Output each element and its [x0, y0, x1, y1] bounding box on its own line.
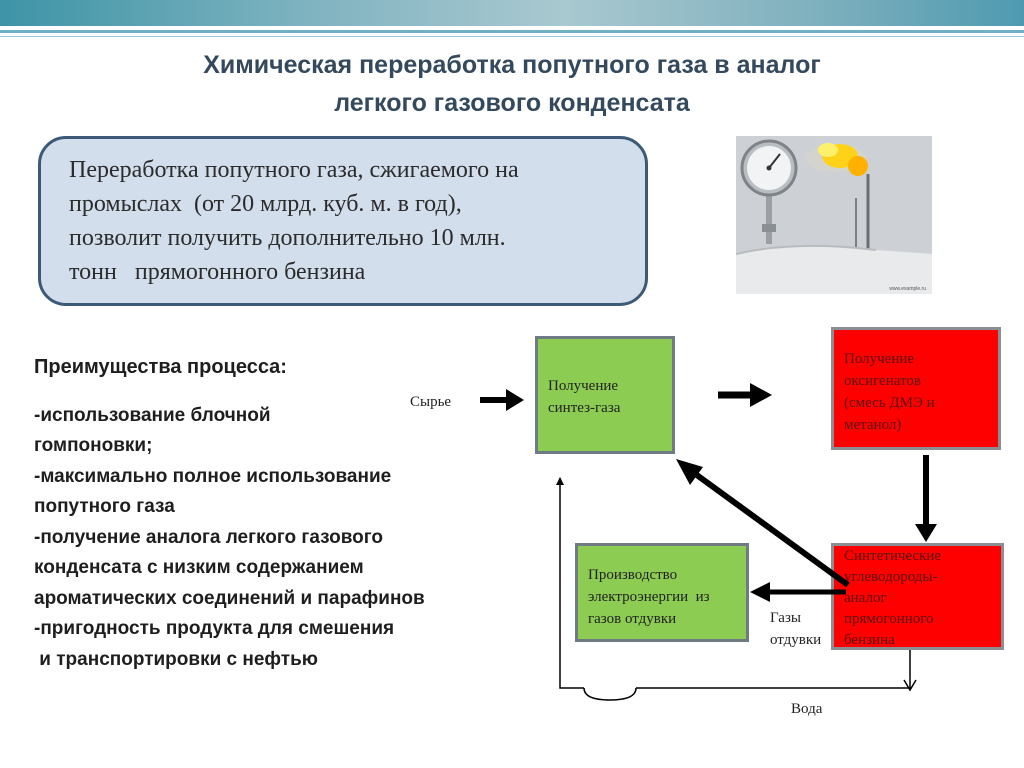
slide-title-line-1: Химическая переработка попутного газа в … — [203, 51, 821, 79]
pipe-edge — [736, 244, 877, 255]
water-return-line — [556, 477, 584, 689]
feed-arrow-head — [506, 389, 524, 411]
power-line: электроэнергии из — [588, 589, 710, 605]
syngas-line: Получение — [548, 378, 619, 394]
photo-watermark: www.example.ru — [889, 286, 926, 292]
advantages-list: Преимущества процесса: -использование бл… — [34, 352, 514, 675]
water-label-text: Вода — [791, 701, 823, 717]
oxygenates-box: Получение оксигенатов (смесь ДМЭ и метан… — [831, 327, 1001, 450]
summary-callout: Переработка попутного газа, сжигаемого н… — [38, 136, 648, 306]
oxygenates-line: Получение — [844, 351, 915, 367]
power-line: Производство — [588, 567, 678, 583]
gauge-needle — [768, 153, 781, 169]
advantages-heading: Преимущества процесса: — [34, 356, 287, 378]
oxygenates-line: (смесь ДМЭ и — [844, 395, 935, 411]
top-divider-thin — [0, 36, 1024, 37]
advantage-line: конденсата с низким содержанием — [34, 557, 364, 578]
water-line — [636, 650, 911, 689]
water-loop-bump — [583, 687, 637, 701]
gauge-stem — [766, 196, 772, 244]
recycle-arrow-head — [676, 459, 703, 485]
purge-gas-line: отдувки — [770, 632, 822, 648]
oxygenates-line: оксигенатов — [844, 373, 921, 389]
callout-line: позволит получить дополнительно 10 млн. — [69, 225, 506, 251]
power-line: газов отдувки — [588, 611, 677, 627]
flame-tip — [818, 143, 838, 157]
recycle-arrow — [692, 470, 850, 588]
gauge-valve — [762, 224, 776, 232]
advantage-line: попутного газа — [34, 496, 175, 517]
synthetic-line: Синтетические — [844, 548, 942, 564]
gauge-pivot — [766, 165, 772, 171]
water-line-tick — [903, 679, 917, 692]
callout-line: тонн прямогонного бензина — [69, 259, 366, 285]
feed-label-text: Сырье — [410, 394, 452, 410]
top-divider — [0, 30, 1024, 33]
advantage-line: -максимально полное использование — [34, 465, 392, 487]
synthetic-hydrocarbons-box: Синтетические углеводороды- аналог прямо… — [831, 543, 1004, 650]
advantage-line: и транспортировки с нефтью — [34, 648, 319, 670]
synthetic-line: бензина — [844, 632, 895, 648]
oxygenates-to-synthetic-head — [915, 524, 937, 542]
slide-title-line-2: легкого газового конденсата — [334, 89, 690, 117]
feed-label: Сырье — [410, 391, 451, 413]
oxygenates-line: метанол) — [844, 417, 902, 433]
syngas-box: Получение синтез-газа — [535, 336, 675, 454]
synthetic-line: прямогонного — [844, 611, 934, 627]
water-label: Вода — [791, 698, 822, 720]
purge-gas-line: Газы — [770, 610, 801, 626]
advantage-line: гомпоновки; — [34, 435, 153, 456]
advantage-line: -пригодность продукта для смешения — [34, 618, 395, 639]
callout-line: Переработка попутного газа, сжигаемого н… — [69, 157, 519, 183]
advantage-line: ароматических соединений и парафинов — [34, 587, 425, 609]
top-banner — [0, 0, 1024, 26]
synthetic-line: аналог — [844, 590, 887, 606]
purge-gas-arrow-head — [750, 582, 770, 602]
advantage-line: -получение аналога легкого газового — [34, 526, 384, 548]
flame-core — [848, 156, 868, 176]
purge-gas-label: Газы отдувки — [770, 607, 821, 651]
gas-flare-photo: www.example.ru — [736, 136, 932, 294]
syngas-to-oxygenates-head — [750, 383, 772, 407]
callout-line: промыслах (от 20 млрд. куб. м. в год), — [69, 191, 462, 217]
syngas-line: синтез-газа — [548, 400, 621, 416]
slide-title: Химическая переработка попутного газа в … — [100, 46, 924, 122]
synthetic-line: углеводороды- — [844, 569, 938, 585]
pipe — [736, 245, 932, 294]
power-generation-box: Производство электроэнергии из газов отд… — [575, 543, 749, 642]
advantage-line: -использование блочной — [34, 404, 271, 426]
gas-flare-illustration: www.example.ru — [736, 136, 932, 294]
